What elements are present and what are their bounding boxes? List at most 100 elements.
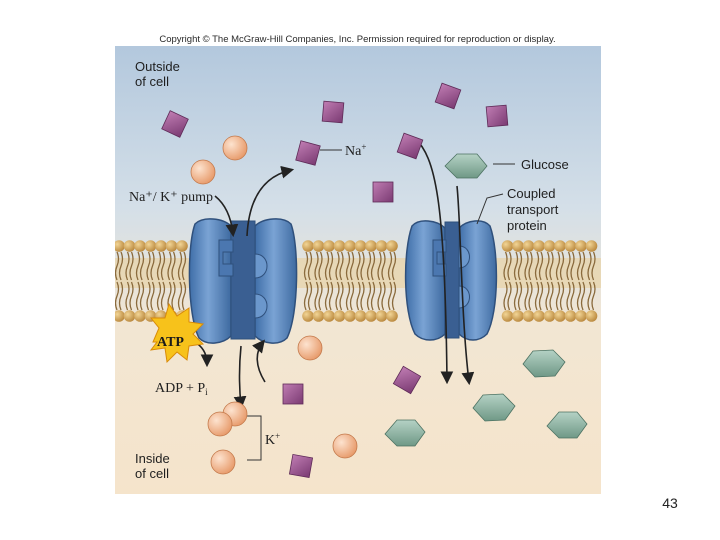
lipid-tail [345, 281, 351, 311]
lipid-head [354, 310, 367, 322]
lipid-tail [135, 251, 141, 281]
lipid-tail [507, 281, 512, 311]
lipid-head [323, 240, 335, 252]
lipid-tail [115, 281, 120, 311]
lipid-tail [160, 281, 166, 311]
sodium-ion [288, 453, 314, 479]
lipid-tail [328, 281, 334, 311]
lipid-tail [181, 251, 187, 281]
lipid-tail [381, 251, 386, 281]
lipid-head [512, 310, 524, 322]
lipid-tail [370, 251, 376, 281]
lipid-tail [545, 281, 550, 311]
coupled-label-line2: transport [507, 202, 559, 217]
lipid-tail [146, 281, 151, 311]
lipid-head [575, 310, 587, 322]
lipid-head [365, 310, 377, 322]
pump-label: Na⁺/ K⁺ pump [129, 190, 213, 205]
lipid-head [123, 240, 136, 252]
lipid-head [354, 240, 367, 252]
lipid-head [564, 310, 577, 322]
lipid-tail [524, 281, 529, 311]
lipid-head [144, 240, 157, 252]
potassium-ion [210, 449, 236, 475]
lipid-head [344, 240, 356, 252]
lipid-tail [335, 281, 340, 311]
lipid-tail [125, 251, 130, 281]
potassium-ion [222, 135, 248, 161]
lipid-head [585, 240, 598, 252]
lipid-tail [528, 251, 533, 281]
lipid-head [375, 310, 388, 322]
potassium-ion [297, 335, 323, 361]
glucose-molecule [472, 393, 516, 422]
lipid-tail [135, 281, 141, 311]
lipid-head [344, 310, 356, 322]
atp-label: ATP [157, 335, 184, 350]
lipid-tail [538, 281, 544, 311]
lipid-tail [377, 281, 382, 311]
lipid-head [522, 240, 535, 252]
lipid-head [386, 310, 398, 322]
lipid-head [386, 240, 398, 252]
lipid-tail [171, 281, 176, 311]
lipid-tail [303, 281, 309, 311]
sodium-ion [161, 110, 189, 138]
lipid-tail [538, 251, 544, 281]
lipid-tail [125, 281, 130, 311]
lipid-head [501, 240, 514, 252]
inside-label-line2: of cell [135, 466, 169, 481]
label-leaders [247, 149, 515, 461]
page-number: 43 [662, 495, 678, 511]
coupled-transport-protein [404, 220, 498, 341]
lipid-tail [576, 281, 582, 311]
lipid-head [333, 310, 346, 322]
lipid-tail [150, 281, 155, 311]
lipid-tail [339, 251, 344, 281]
lipid-head [585, 310, 598, 322]
lipid-tail [356, 281, 361, 311]
lipid-tail [345, 251, 351, 281]
lipid-tail [307, 251, 313, 281]
lipid-tail [139, 281, 145, 311]
lipid-head [564, 240, 577, 252]
lipid-tail [513, 251, 519, 281]
sodium-ion [372, 181, 394, 203]
lipid-head [165, 240, 178, 252]
na-k-pump-protein [188, 218, 298, 344]
lipid-head [512, 240, 524, 252]
outside-label-line2: of cell [135, 74, 169, 89]
lipid-tail [171, 251, 176, 281]
lipid-tail [559, 281, 565, 311]
lipid-tail [555, 251, 561, 281]
lipid-tail [314, 281, 319, 311]
copyright-notice: Copyright © The McGraw-Hill Companies, I… [159, 34, 556, 45]
lipid-tail [555, 281, 561, 311]
lipid-tail [318, 251, 323, 281]
glucose-molecule [522, 349, 566, 378]
lipid-tail [349, 251, 355, 281]
lipid-head [312, 240, 325, 252]
lipid-tail [524, 251, 529, 281]
na-label: Na+ [345, 142, 366, 159]
lipid-head [115, 240, 125, 252]
lipid-head [543, 310, 556, 322]
potassium-ions [190, 135, 358, 475]
lipid-tail [318, 281, 323, 311]
lipid-tail [534, 281, 540, 311]
lipid-tail [549, 281, 554, 311]
lipid-tail [591, 251, 596, 281]
lipid-tail [366, 281, 372, 311]
lipid-tail [303, 251, 309, 281]
lipid-tail [517, 281, 523, 311]
lipid-tail [534, 251, 540, 281]
lipid-tail [370, 281, 376, 311]
lipid-tail [177, 251, 183, 281]
coupled-label-line3: protein [507, 218, 547, 233]
lipid-head [176, 240, 188, 252]
lipid-tail [139, 251, 145, 281]
glucose-molecule [546, 411, 588, 439]
lipid-head [533, 310, 545, 322]
lipid-head [533, 240, 545, 252]
lipid-head [323, 310, 335, 322]
